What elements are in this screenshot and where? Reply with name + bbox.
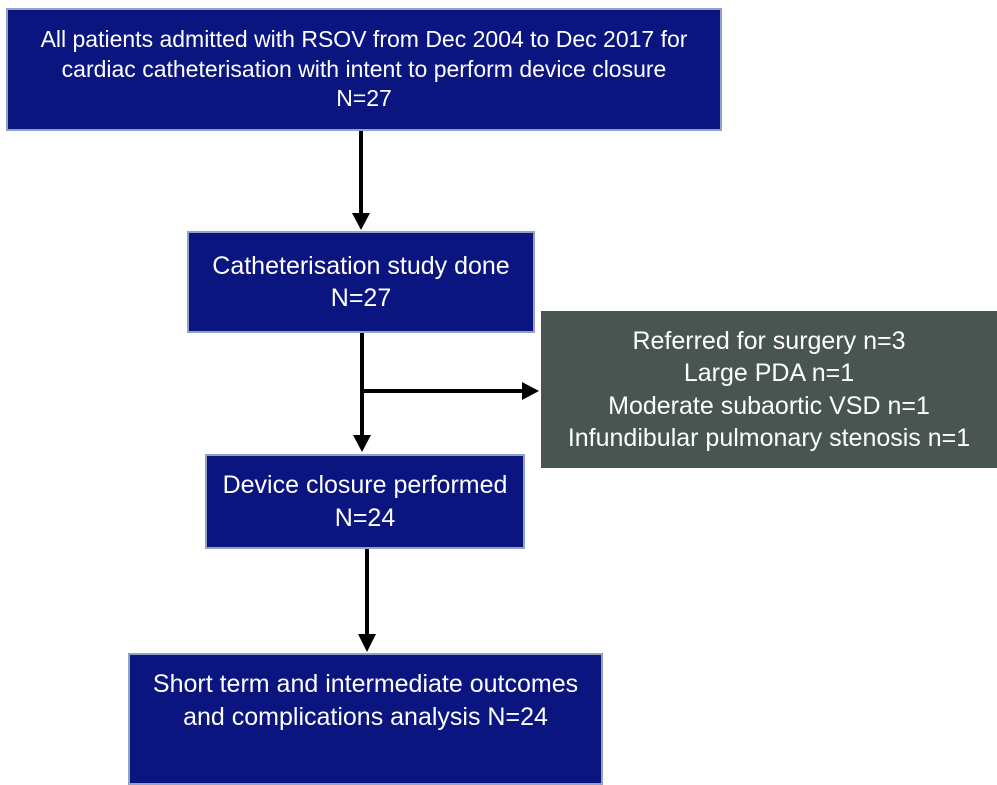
flow-box-admitted-patients: All patients admitted with RSOV from Dec… xyxy=(6,8,722,131)
box-text-line: Large PDA n=1 xyxy=(683,359,855,387)
flow-box-device-closure: Device closure performed N=24 xyxy=(205,454,525,549)
arrow-cath-to-device xyxy=(353,333,371,452)
box-count-line: N=27 xyxy=(330,284,392,312)
flow-box-catheterisation-study: Catheterisation study done N=27 xyxy=(187,231,535,333)
flow-box-referred-for-surgery: Referred for surgery n=3 Large PDA n=1 M… xyxy=(541,311,997,468)
arrow-admitted-to-cath xyxy=(352,131,370,230)
flow-box-outcomes-analysis: Short term and intermediate outcomes and… xyxy=(128,653,603,785)
box-count-line: N=27 xyxy=(336,85,392,112)
box-text-line: All patients admitted with RSOV from Dec… xyxy=(40,25,688,52)
box-text-line: Device closure performed xyxy=(222,471,508,499)
box-text-line: Moderate subaortic VSD n=1 xyxy=(608,391,930,420)
arrow-branch-to-referred xyxy=(360,382,539,400)
box-count-line: N=24 xyxy=(334,503,396,532)
box-text-line: and complications analysis N=24 xyxy=(183,702,548,731)
arrow-device-to-outcomes xyxy=(358,549,376,652)
box-text-line: cardiac catheterisation with intent to p… xyxy=(61,55,667,82)
box-text-line: Short term and intermediate outcomes xyxy=(152,670,579,698)
box-text-line: Referred for surgery n=3 xyxy=(632,326,906,355)
box-text-line: Infundibular pulmonary stenosis n=1 xyxy=(567,424,971,452)
box-text-line: Catheterisation study done xyxy=(212,251,510,280)
